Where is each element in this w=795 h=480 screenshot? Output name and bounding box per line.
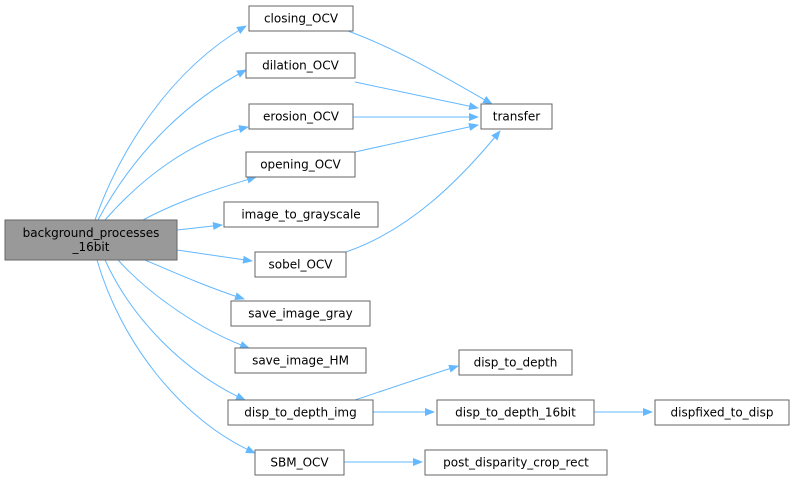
node-label: transfer — [493, 110, 540, 124]
node-label: sobel_OCV — [269, 258, 334, 272]
edge-root-to-savehm — [117, 259, 250, 349]
node-label: background_processes — [23, 226, 160, 240]
node-savegray[interactable]: save_image_gray — [230, 300, 371, 327]
node-erosion[interactable]: erosion_OCV — [248, 103, 354, 130]
edge-root-to-opening — [142, 175, 257, 221]
node-postcrop[interactable]: post_disparity_crop_rect — [424, 449, 608, 476]
node-box — [480, 103, 553, 130]
edge-dtdimg-to-dtd — [354, 364, 459, 401]
edge-root-to-dilation — [97, 69, 247, 221]
node-box — [436, 399, 595, 426]
node-label: _16bit — [72, 240, 110, 254]
edge-root-to-savegray — [144, 259, 245, 301]
node-box — [424, 449, 608, 476]
node-box — [248, 5, 354, 32]
node-box — [254, 251, 347, 278]
node-box — [458, 349, 573, 376]
node-label: dilation_OCV — [262, 59, 339, 73]
node-sbm[interactable]: SBM_OCV — [254, 449, 345, 476]
node-transfer[interactable]: transfer — [480, 103, 553, 130]
node-box — [245, 151, 356, 178]
node-label: disp_to_depth_img — [244, 406, 356, 420]
edge-opening-to-transfer — [354, 123, 479, 153]
node-savehm[interactable]: save_image_HM — [234, 347, 367, 374]
edge-root-to-sobel — [176, 249, 253, 264]
node-dtd16[interactable]: disp_to_depth_16bit — [436, 399, 595, 426]
nodes-layer: background_processes_16bit closing_OCVdil… — [4, 5, 790, 476]
node-label: disp_to_depth_16bit — [455, 406, 576, 420]
node-box — [227, 399, 374, 426]
node-opening[interactable]: opening_OCV — [245, 151, 356, 178]
node-dilation[interactable]: dilation_OCV — [245, 52, 356, 79]
node-box — [4, 219, 178, 261]
node-box — [234, 347, 367, 374]
node-dtd[interactable]: disp_to_depth — [458, 349, 573, 376]
node-box — [245, 52, 356, 79]
node-box — [230, 300, 371, 327]
node-closing[interactable]: closing_OCV — [248, 5, 354, 32]
node-label: post_disparity_crop_rect — [443, 456, 589, 470]
node-sobel[interactable]: sobel_OCV — [254, 251, 347, 278]
edges-layer — [94, 25, 653, 466]
node-dfixed[interactable]: dispfixed_to_disp — [654, 399, 790, 426]
node-label: SBM_OCV — [270, 456, 329, 470]
node-label: save_image_gray — [248, 307, 352, 321]
node-box — [254, 449, 345, 476]
node-box — [223, 201, 379, 228]
node-label: dispfixed_to_disp — [671, 406, 774, 420]
node-label: save_image_HM — [252, 354, 349, 368]
node-grayscale[interactable]: image_to_grayscale — [223, 201, 379, 228]
node-label: opening_OCV — [260, 158, 341, 172]
node-label: image_to_grayscale — [241, 208, 360, 222]
node-label: erosion_OCV — [263, 110, 340, 124]
edge-closing-to-transfer — [347, 30, 493, 105]
node-label: closing_OCV — [264, 12, 339, 26]
edge-dilation-to-transfer — [354, 81, 479, 111]
edge-root-to-grayscale — [176, 222, 223, 231]
node-box — [654, 399, 790, 426]
edge-root-to-sbm — [96, 259, 256, 454]
edge-sobel-to-transfer — [345, 130, 501, 253]
edge-root-to-closing — [94, 25, 247, 221]
node-label: disp_to_depth — [474, 356, 558, 370]
node-root[interactable]: background_processes_16bit — [4, 219, 178, 261]
node-box — [248, 103, 354, 130]
edge-root-to-dtdimg — [104, 259, 246, 401]
edge-root-to-erosion — [104, 125, 249, 221]
node-dtdimg[interactable]: disp_to_depth_img — [227, 399, 374, 426]
